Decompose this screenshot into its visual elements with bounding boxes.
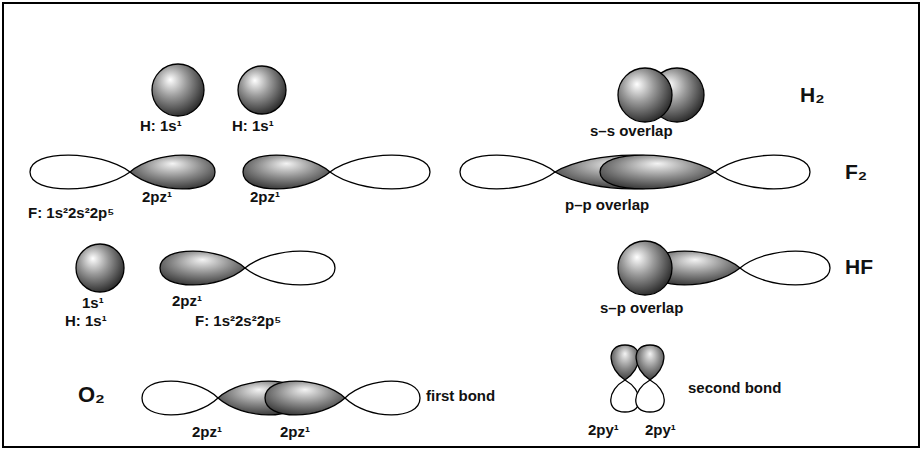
s-orbital xyxy=(618,68,672,122)
p-lobe xyxy=(142,381,218,415)
orbital-label: 2py¹ xyxy=(588,422,619,439)
p-lobe xyxy=(600,155,715,189)
s-orbital xyxy=(618,241,672,295)
frame xyxy=(3,3,919,447)
p-lobe xyxy=(130,155,215,189)
p-lobe xyxy=(611,345,639,380)
s-orbital xyxy=(152,64,204,116)
molecule-name: H₂ xyxy=(800,83,825,106)
orbital-label: F: 1s²2s²2p⁵ xyxy=(28,205,114,222)
p-lobe xyxy=(460,155,555,189)
orbital-label: 2pz¹ xyxy=(192,424,222,441)
orbital-label: 2pz¹ xyxy=(280,424,310,441)
p-lobe xyxy=(740,251,830,285)
p-lobe xyxy=(715,155,810,189)
molecule-name: O₂ xyxy=(78,383,105,407)
orbital-label: H: 1s¹ xyxy=(140,118,182,135)
p-lobe xyxy=(30,155,130,189)
overlap-label: s–p overlap xyxy=(600,300,683,317)
molecule-name: F₂ xyxy=(845,160,867,183)
bond-label: first bond xyxy=(426,388,495,405)
p-lobe xyxy=(330,155,430,189)
overlap-label: s–s overlap xyxy=(590,123,673,140)
orbital-label: F: 1s²2s²2p⁵ xyxy=(195,313,281,330)
orbital-label: H: 1s¹ xyxy=(232,118,274,135)
p-lobe xyxy=(345,381,420,415)
orbital-label: 2pz¹ xyxy=(142,189,172,206)
p-lobe xyxy=(243,155,330,189)
overlap-label: p–p overlap xyxy=(565,197,649,214)
p-lobe xyxy=(636,345,664,380)
orbital-label: 2py¹ xyxy=(645,422,676,439)
p-lobe xyxy=(265,381,345,415)
orbital-label: 1s¹ xyxy=(82,295,104,312)
orbital-label: 2pz¹ xyxy=(250,189,280,206)
p-lobe xyxy=(160,251,245,285)
p-lobe xyxy=(611,380,640,412)
orbital-label: 2pz¹ xyxy=(172,293,202,310)
bond-label: second bond xyxy=(688,380,781,397)
s-orbital xyxy=(238,66,286,114)
s-orbital xyxy=(76,244,124,292)
orbital-label: H: 1s¹ xyxy=(65,313,107,330)
p-lobe xyxy=(636,380,665,412)
p-lobe xyxy=(245,251,335,285)
molecule-name: HF xyxy=(845,255,873,278)
